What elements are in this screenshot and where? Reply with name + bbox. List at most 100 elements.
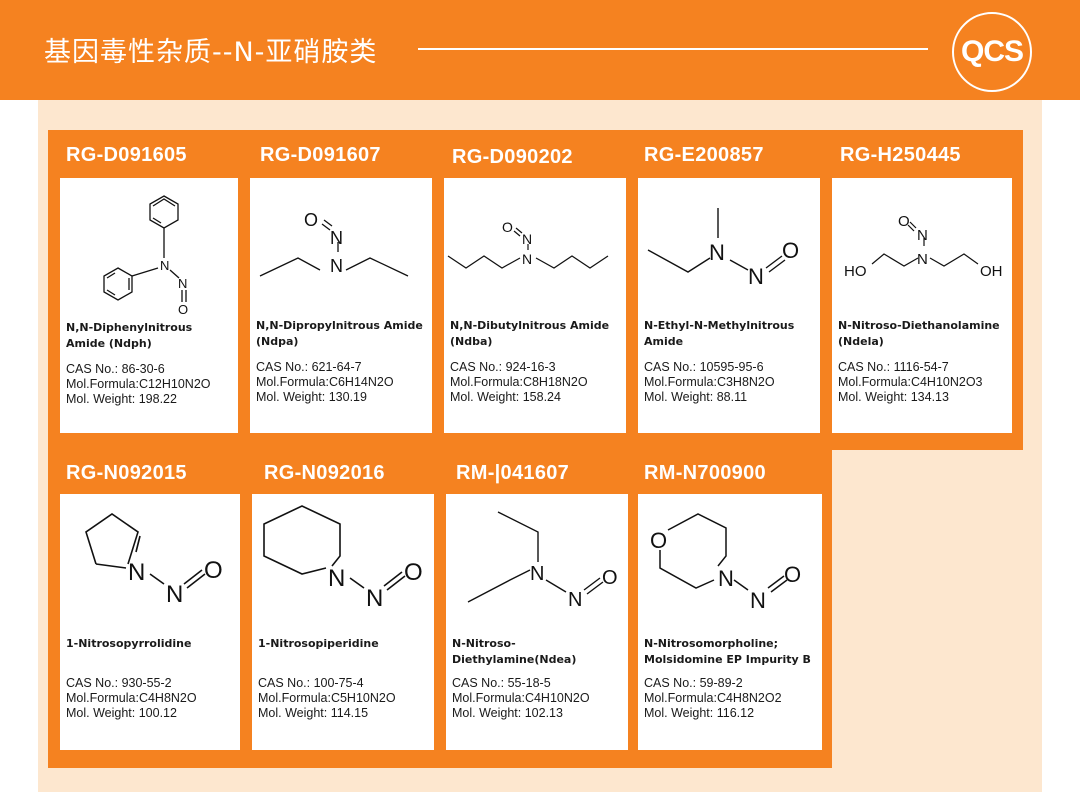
weight-line: Mol. Weight: 198.22	[66, 392, 177, 406]
product-card: N N O 1-Nitrosopyrrolidine CAS No.: 930-…	[60, 494, 240, 750]
formula-line: Mol.Formula:C8H18N2O	[450, 375, 588, 389]
atom-label: O	[304, 210, 318, 230]
atom-label: N	[530, 563, 544, 585]
product-code: RG-D090202	[452, 146, 573, 168]
product-code: RG-D091607	[260, 144, 381, 166]
atom-label: N	[709, 240, 725, 265]
atom-label: N	[166, 581, 183, 608]
logo-text: QCS	[960, 35, 1024, 68]
structure-diagram: O N N	[447, 219, 609, 269]
structure-diagram: O N N	[259, 210, 409, 277]
atom-label: N	[748, 264, 764, 289]
product-code: RM-|041607	[456, 462, 570, 484]
formula-line: Mol.Formula:C4H10N2O3	[838, 375, 983, 389]
compound-info: CAS No.: 1116-54-7 Mol.Formula:C4H10N2O3…	[838, 360, 983, 405]
weight-line: Mol. Weight: 158.24	[450, 390, 561, 404]
weight-line: Mol. Weight: 116.12	[644, 706, 755, 720]
cas-line: CAS No.: 86-30-6	[66, 362, 165, 376]
structure-diagram: N N O	[647, 208, 799, 289]
structure-diagram: N N O	[467, 511, 618, 611]
weight-line: Mol. Weight: 134.13	[838, 390, 949, 404]
cas-line: CAS No.: 100-75-4	[258, 676, 364, 690]
weight-line: Mol. Weight: 102.13	[452, 706, 563, 720]
cas-line: CAS No.: 10595-95-6	[644, 360, 764, 374]
product-code: RG-N092015	[66, 462, 187, 484]
cas-line: CAS No.: 924-16-3	[450, 360, 556, 374]
atom-label: N	[917, 227, 928, 244]
atom-label: N	[328, 565, 345, 592]
atom-label: N	[160, 258, 169, 273]
compound-name: N-Nitroso-Diethylamine(Ndea)	[452, 637, 577, 666]
compound-name: N-Nitroso-Diethanolamine (Ndela)	[838, 319, 1000, 348]
product-card: O N N N,N-Dipropylnitrous Amide (Ndpa) C…	[250, 178, 432, 433]
cas-line: CAS No.: 930-55-2	[66, 676, 172, 690]
atom-label: O	[784, 562, 801, 587]
compound-name: N,N-Diphenylnitrous Amide (Ndph)	[66, 321, 193, 350]
cas-line: CAS No.: 1116-54-7	[838, 360, 949, 374]
compound-name: N,N-Dipropylnitrous Amide (Ndpa)	[256, 319, 423, 348]
compound-info: CAS No.: 100-75-4 Mol.Formula:C5H10N2O M…	[258, 676, 396, 721]
product-card: N N O 1-Nitrosopiperidine CAS No.: 100-7…	[252, 494, 434, 750]
atom-label: N	[718, 566, 734, 591]
product-code: RG-D091605	[66, 144, 187, 166]
compound-info: CAS No.: 55-18-5 Mol.Formula:C4H10N2O Mo…	[452, 676, 590, 721]
structure-diagram: O N N HO OH	[844, 213, 1003, 280]
structure-diagram: N N O	[85, 513, 223, 608]
structure-diagram: N N O	[263, 505, 423, 612]
formula-line: Mol.Formula:C3H8N2O	[644, 375, 775, 389]
product-code: RM-N700900	[644, 462, 766, 484]
compound-info: CAS No.: 930-55-2 Mol.Formula:C4H8N2O Mo…	[66, 676, 197, 721]
atom-label: N	[330, 228, 343, 248]
formula-line: Mol.Formula:C6H14N2O	[256, 375, 394, 389]
atom-label: O	[602, 567, 618, 589]
product-code: RG-N092016	[264, 462, 385, 484]
atom-label: O	[204, 557, 223, 584]
atom-label: O	[650, 528, 667, 553]
atom-label: O	[178, 302, 188, 317]
weight-line: Mol. Weight: 88.11	[644, 390, 748, 404]
compound-name: N,N-Dibutylnitrous Amide (Ndba)	[450, 319, 610, 348]
atom-label: N	[750, 588, 766, 613]
product-card: O N N O N-Nitrosomorpholine; Molsidomine…	[638, 494, 822, 750]
compound-name: N-Nitrosomorpholine; Molsidomine EP Impu…	[644, 637, 811, 666]
header-banner: 基因毒性杂质--N-亚硝胺类 QCS	[0, 0, 1080, 100]
product-card: N N O N-Nitroso-Diethylamine(Ndea) CAS N…	[446, 494, 628, 750]
cas-line: CAS No.: 59-89-2	[644, 676, 743, 690]
formula-line: Mol.Formula:C4H10N2O	[452, 691, 590, 705]
compound-info: CAS No.: 10595-95-6 Mol.Formula:C3H8N2O …	[644, 360, 775, 405]
structure-diagram: O N N O	[650, 513, 801, 613]
atom-label: N	[330, 256, 343, 276]
atom-label: O	[502, 219, 513, 235]
atom-label: N	[522, 231, 532, 247]
atom-label: OH	[980, 263, 1003, 280]
atom-label: N	[522, 251, 532, 267]
atom-label: N	[128, 559, 145, 586]
product-card: N N O N-Ethyl-N-Methylnitrous Amide CAS …	[638, 178, 820, 433]
formula-line: Mol.Formula:C12H10N2O	[66, 377, 211, 391]
formula-line: Mol.Formula:C5H10N2O	[258, 691, 396, 705]
weight-line: Mol. Weight: 130.19	[256, 390, 367, 404]
structure-diagram: N N O	[103, 195, 188, 317]
compound-info: CAS No.: 59-89-2 Mol.Formula:C4H8N2O2 Mo…	[644, 676, 782, 721]
atom-label: N	[366, 585, 383, 612]
cas-line: CAS No.: 621-64-7	[256, 360, 362, 374]
weight-line: Mol. Weight: 100.12	[66, 706, 177, 720]
compound-name: N-Ethyl-N-Methylnitrous Amide	[644, 319, 795, 348]
product-card: N N O N,N-Diphenylnitrous Amide (Ndph) C…	[60, 178, 238, 433]
atom-label: O	[782, 238, 799, 263]
formula-line: Mol.Formula:C4H8N2O2	[644, 691, 782, 705]
product-code: RG-H250445	[840, 144, 961, 166]
qcs-logo: QCS	[952, 12, 1032, 92]
page-title: 基因毒性杂质--N-亚硝胺类	[44, 37, 378, 68]
product-code: RG-E200857	[644, 144, 764, 166]
atom-label: N	[178, 276, 187, 291]
weight-line: Mol. Weight: 114.15	[258, 706, 369, 720]
cas-line: CAS No.: 55-18-5	[452, 676, 551, 690]
product-card: O N N HO OH N-Nitroso-Diethanolamine (Nd…	[832, 178, 1012, 433]
compound-info: CAS No.: 86-30-6 Mol.Formula:C12H10N2O M…	[66, 362, 211, 407]
compound-name: 1-Nitrosopyrrolidine	[66, 637, 192, 650]
compound-name: 1-Nitrosopiperidine	[258, 637, 379, 650]
atom-label: O	[898, 213, 910, 230]
header-divider	[418, 48, 928, 50]
formula-line: Mol.Formula:C4H8N2O	[66, 691, 197, 705]
